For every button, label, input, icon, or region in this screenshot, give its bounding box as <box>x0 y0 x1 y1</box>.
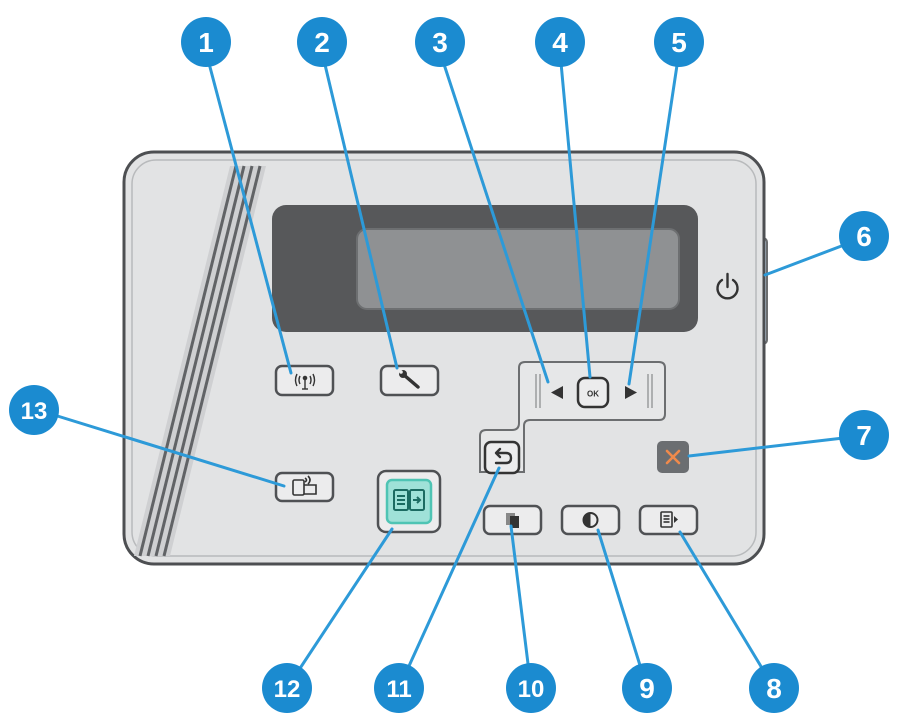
leader-line-1 <box>204 50 293 375</box>
leader-line-3 <box>438 50 550 384</box>
copy-menu-button[interactable] <box>638 504 699 536</box>
leader-line-10 <box>509 524 533 690</box>
left-arrow-button[interactable] <box>546 380 568 404</box>
svg-text:12: 12 <box>274 676 301 703</box>
svg-text:1: 1 <box>198 27 214 58</box>
callout-2: 2 <box>297 17 347 67</box>
right-arrow-icon <box>625 386 637 399</box>
leader-line-8 <box>678 530 776 690</box>
copy-menu-icon <box>660 511 678 528</box>
svg-text:5: 5 <box>671 27 687 58</box>
wireless-button[interactable] <box>274 364 335 397</box>
mobile-print-icon <box>292 475 317 496</box>
callout-11: 11 <box>374 663 424 713</box>
power-icon <box>716 272 739 300</box>
back-arrow-icon <box>494 447 513 465</box>
svg-text:11: 11 <box>386 676 411 703</box>
callout-7: 7 <box>839 410 889 460</box>
setup-button[interactable] <box>379 364 440 397</box>
callout-8: 8 <box>749 663 799 713</box>
callout-5: 5 <box>654 17 704 67</box>
start-copy-button[interactable] <box>376 469 442 534</box>
start-copy-icon <box>393 489 425 511</box>
wrench-icon <box>399 370 420 389</box>
leader-line-4 <box>558 50 592 379</box>
number-of-copies-button[interactable] <box>482 504 543 536</box>
svg-text:13: 13 <box>21 398 48 425</box>
display-screen <box>356 228 680 310</box>
svg-text:4: 4 <box>552 27 568 58</box>
callouts: 1 2 3 4 5 6 7 8 9 10 11 12 13 <box>9 17 889 713</box>
leader-line-9 <box>596 528 649 690</box>
callout-6: 6 <box>839 211 889 261</box>
leader-line-11 <box>397 466 501 690</box>
right-arrow-button[interactable] <box>620 380 642 404</box>
leader-lines <box>36 50 854 690</box>
power-button[interactable] <box>716 272 739 300</box>
copies-icon <box>506 513 519 528</box>
back-button[interactable] <box>483 440 521 475</box>
leader-line-7 <box>687 435 854 458</box>
callout-13: 13 <box>9 385 59 435</box>
svg-text:3: 3 <box>432 27 448 58</box>
leader-line-2 <box>320 50 399 370</box>
svg-text:8: 8 <box>766 673 782 704</box>
callout-4: 4 <box>535 17 585 67</box>
leader-line-6 <box>763 240 854 277</box>
svg-text:7: 7 <box>856 420 872 451</box>
ok-label: OK <box>587 390 599 399</box>
cancel-x-icon <box>665 449 681 465</box>
left-arrow-icon <box>551 386 563 399</box>
callout-9: 9 <box>622 663 672 713</box>
leader-line-12 <box>285 527 394 690</box>
leader-line-5 <box>627 50 681 386</box>
ok-button[interactable]: OK <box>576 376 610 409</box>
svg-text:9: 9 <box>639 673 655 704</box>
lighter-darker-button[interactable] <box>560 504 621 536</box>
contrast-icon <box>582 512 599 528</box>
svg-text:10: 10 <box>518 676 545 703</box>
callout-3: 3 <box>415 17 465 67</box>
callout-10: 10 <box>506 663 556 713</box>
cancel-button[interactable] <box>657 441 689 473</box>
svg-text:6: 6 <box>856 221 872 252</box>
navigation-cluster-outline <box>479 361 666 473</box>
decorative-stripes <box>134 165 266 557</box>
leader-line-13 <box>36 408 286 488</box>
wireless-icon <box>294 373 316 390</box>
svg-text:2: 2 <box>314 27 330 58</box>
callout-1: 1 <box>181 17 231 67</box>
mobile-print-button[interactable] <box>274 471 335 503</box>
callout-12: 12 <box>262 663 312 713</box>
